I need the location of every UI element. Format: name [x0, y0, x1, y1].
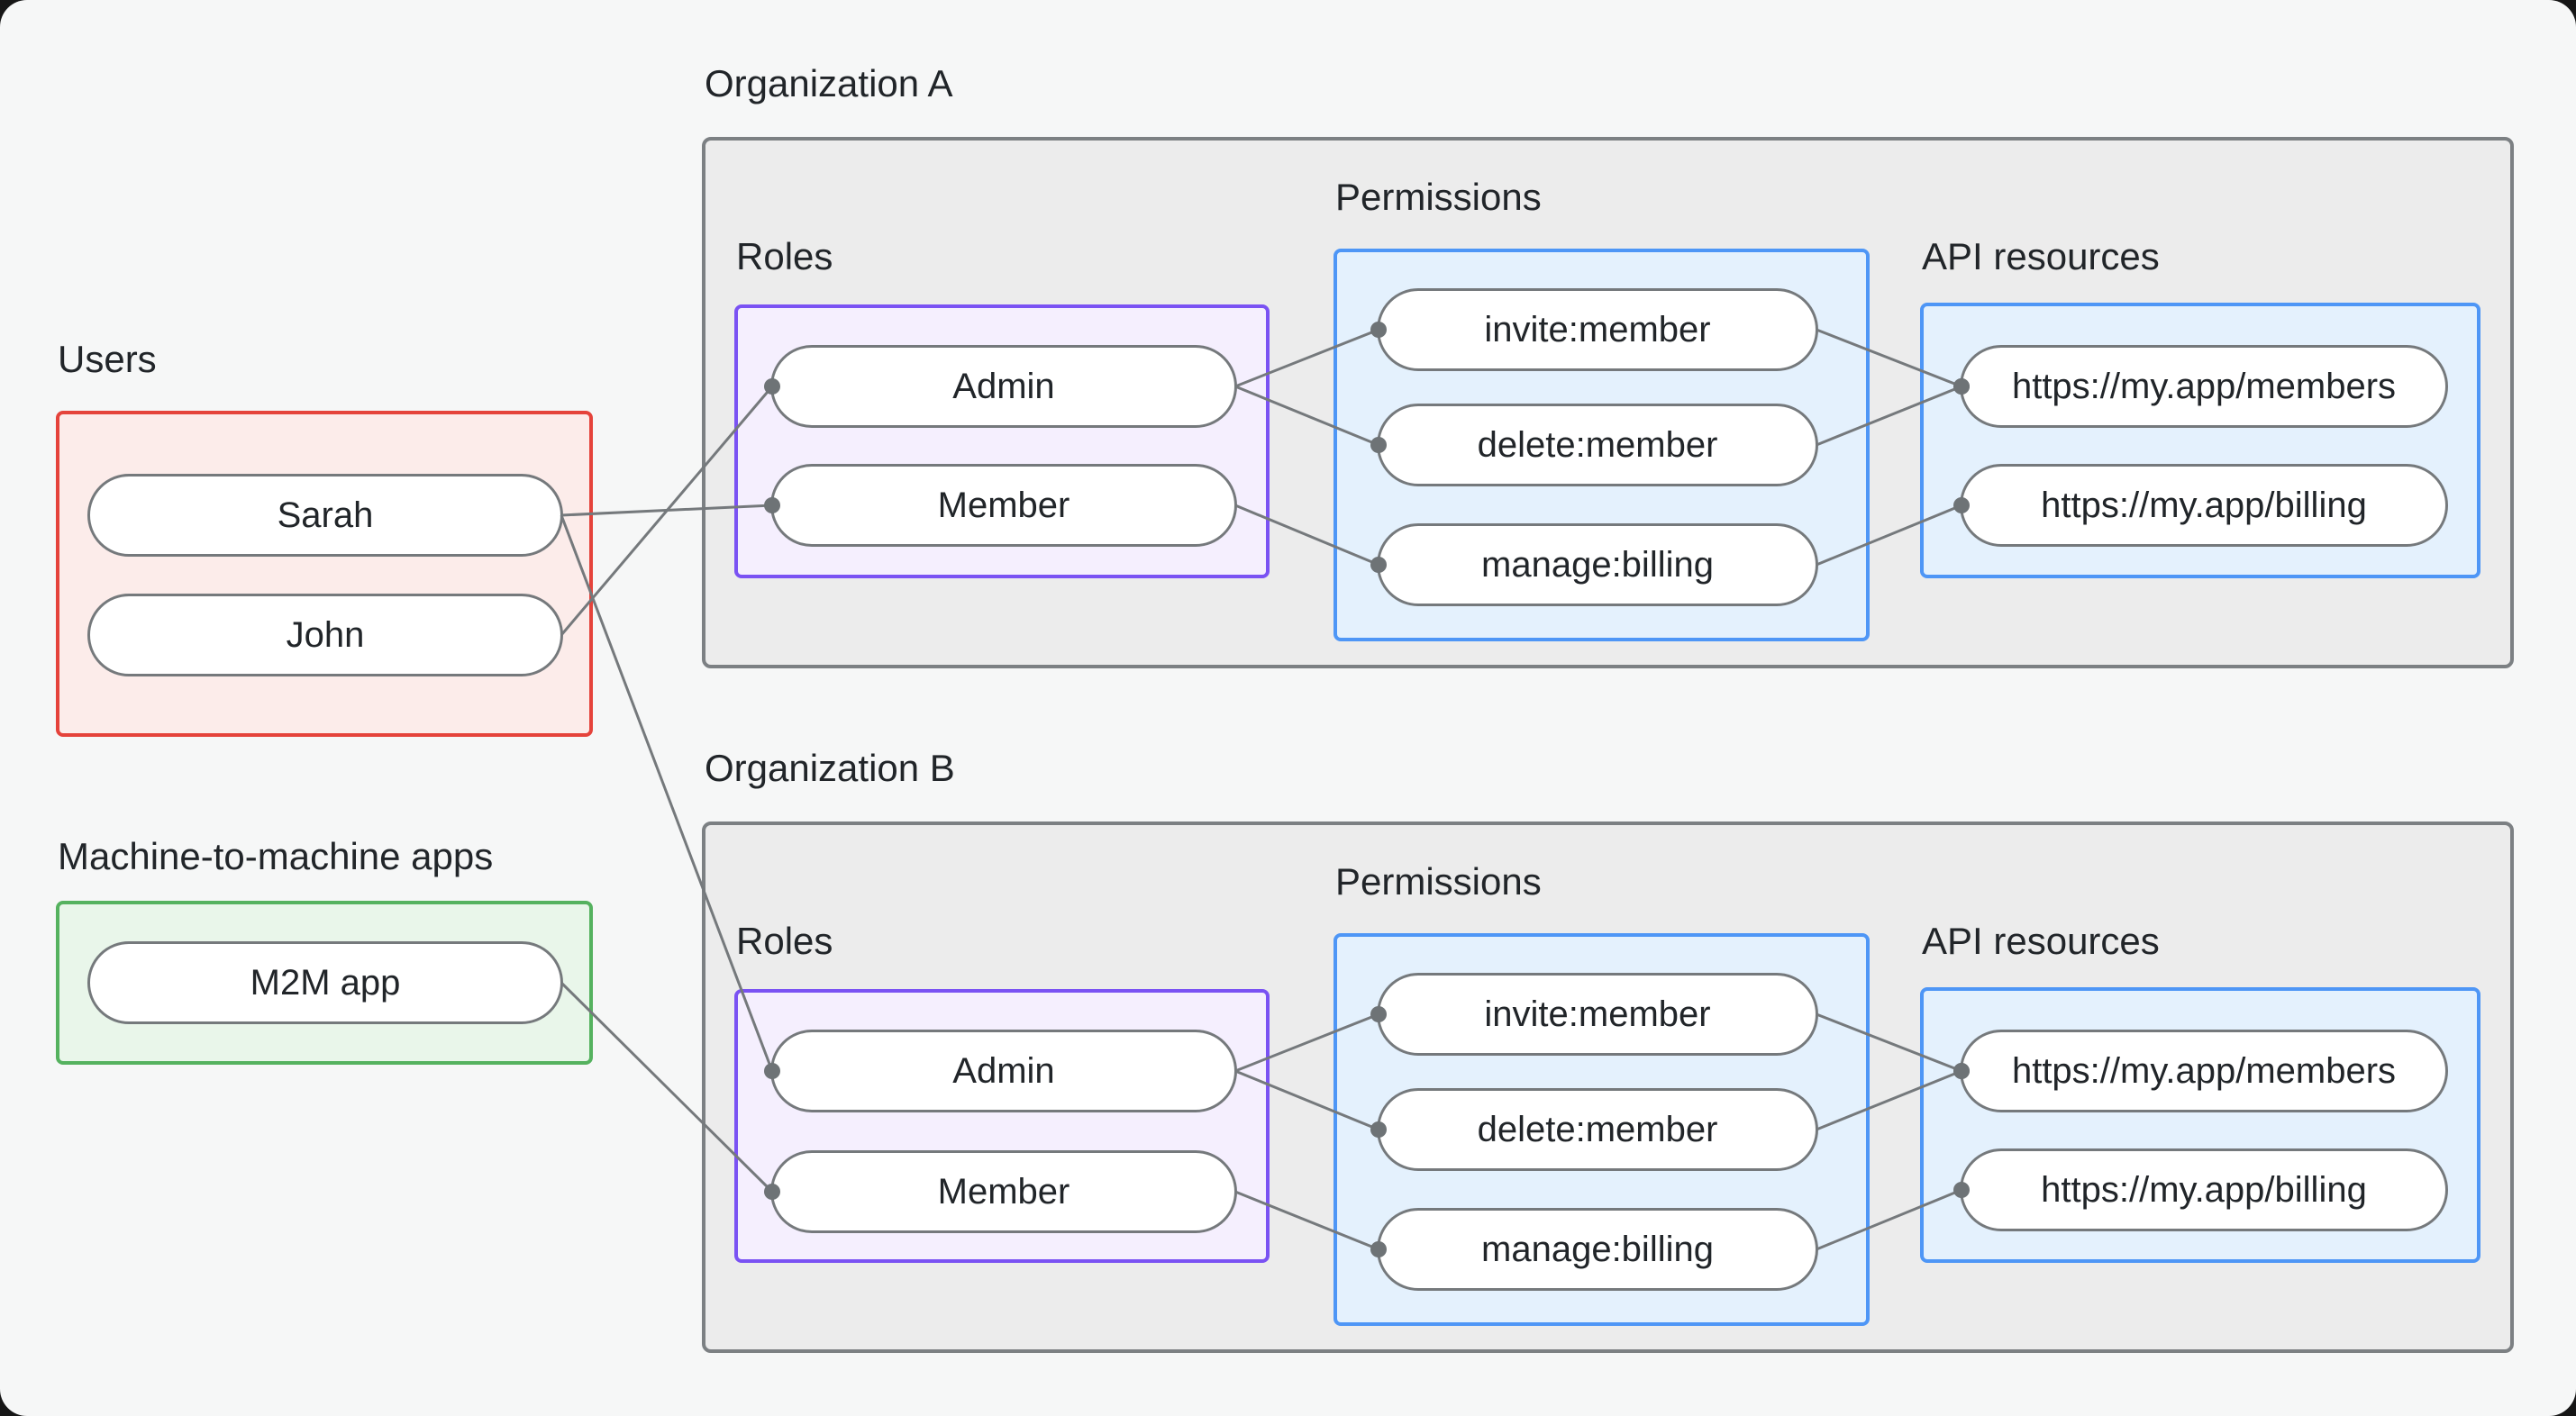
org-a-label: Organization A — [705, 62, 953, 104]
node-user-john: John — [87, 594, 563, 676]
users-group-box — [56, 411, 593, 737]
org-b-permissions-label: Permissions — [1335, 860, 1542, 903]
node-org-b-api-members: https://my.app/members — [1960, 1030, 2448, 1112]
org-b-roles-label: Roles — [736, 920, 833, 962]
node-org-a-role-admin: Admin — [770, 345, 1237, 428]
org-a-roles-label: Roles — [736, 235, 833, 277]
node-org-b-api-billing: https://my.app/billing — [1960, 1148, 2448, 1231]
org-b-api-resources-label: API resources — [1922, 920, 2160, 962]
node-user-sarah: Sarah — [87, 474, 563, 557]
node-org-b-permission-delete-member: delete:member — [1377, 1088, 1818, 1171]
node-m2m-app: M2M app — [87, 941, 563, 1024]
node-org-a-api-billing: https://my.app/billing — [1960, 464, 2448, 547]
m2m-group-label: Machine-to-machine apps — [58, 835, 494, 877]
node-org-b-permission-invite-member: invite:member — [1377, 973, 1818, 1056]
node-org-a-api-members: https://my.app/members — [1960, 345, 2448, 428]
node-org-a-permission-manage-billing: manage:billing — [1377, 523, 1818, 606]
org-a-api-resources-label: API resources — [1922, 235, 2160, 277]
node-org-a-role-member: Member — [770, 464, 1237, 547]
org-a-permissions-label: Permissions — [1335, 176, 1542, 218]
node-org-a-permission-invite-member: invite:member — [1377, 288, 1818, 371]
node-org-b-role-admin: Admin — [770, 1030, 1237, 1112]
org-b-label: Organization B — [705, 747, 955, 789]
node-org-a-permission-delete-member: delete:member — [1377, 404, 1818, 486]
node-org-b-permission-manage-billing: manage:billing — [1377, 1208, 1818, 1291]
node-org-b-role-member: Member — [770, 1150, 1237, 1233]
users-group-label: Users — [58, 338, 157, 380]
